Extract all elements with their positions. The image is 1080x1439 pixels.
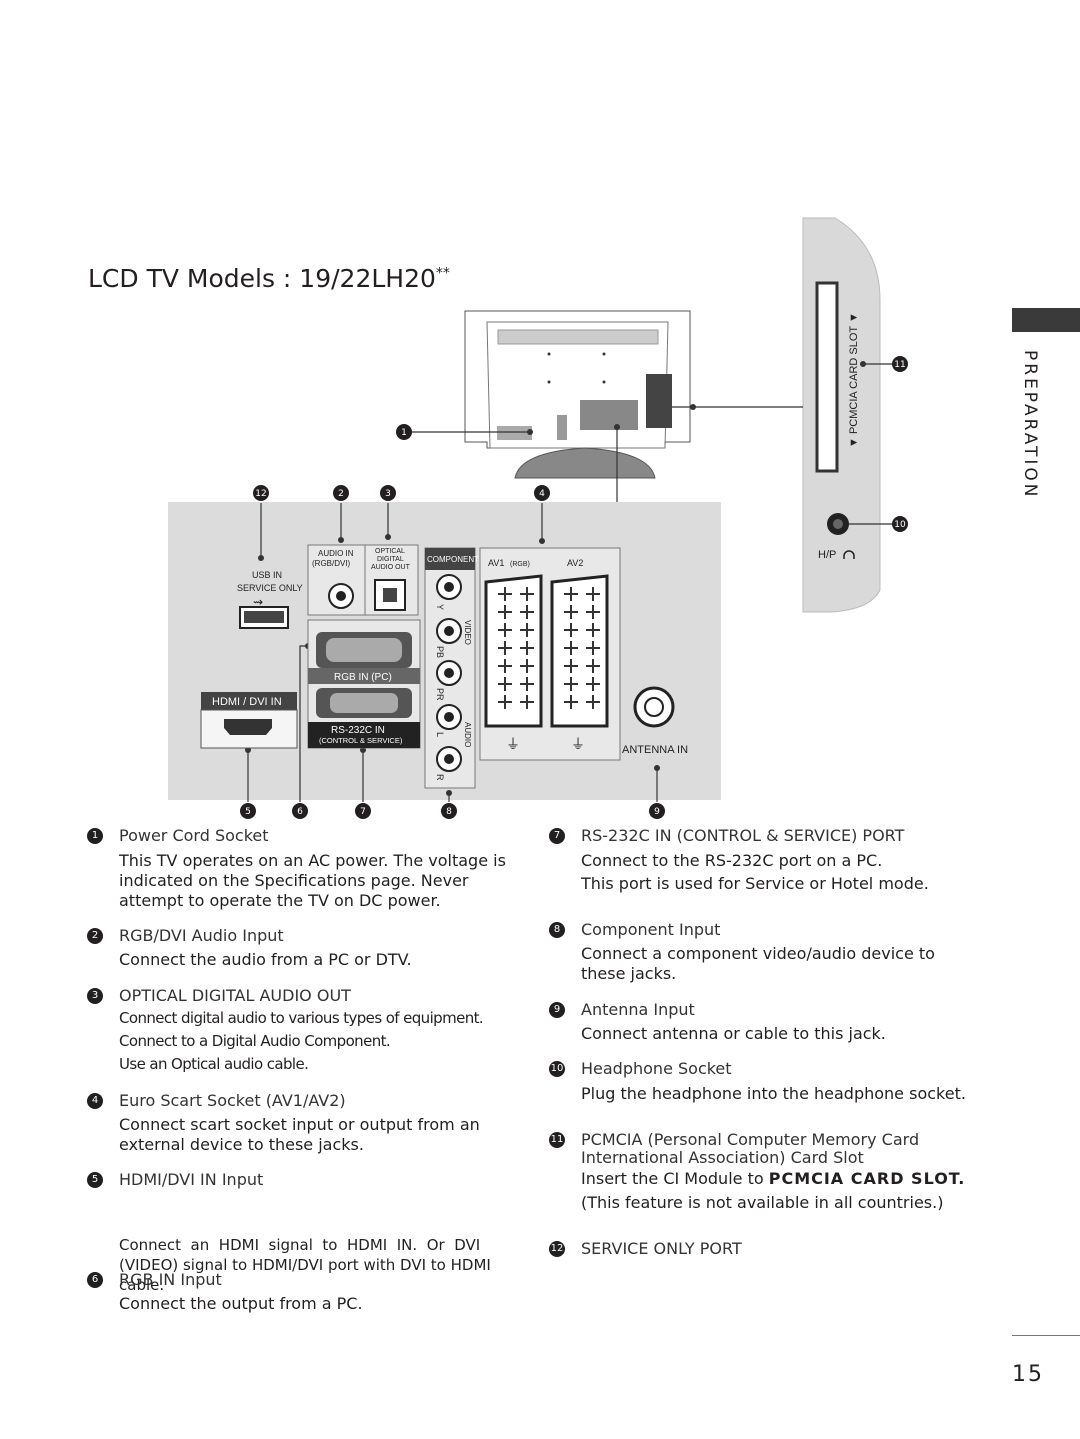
- item-title-headphone: Headphone Socket: [581, 1059, 732, 1078]
- item-number: 4: [87, 1093, 103, 1109]
- item-body-rs232c: Connect to the RS-232C port on a PC.This…: [581, 851, 929, 893]
- audio-in-label: AUDIO IN: [318, 549, 354, 558]
- callout-6: 6: [297, 807, 303, 817]
- control-service-label: (CONTROL & SERVICE): [319, 736, 403, 745]
- item-number: 7: [549, 828, 565, 844]
- callout-9: 9: [654, 807, 660, 817]
- item-number: 5: [87, 1172, 103, 1188]
- antenna-jack: [633, 686, 675, 728]
- video-label: VIDEO: [463, 620, 472, 645]
- item-number: 2: [87, 928, 103, 944]
- item-number: 8: [549, 922, 565, 938]
- av1-rgb-label: (RGB): [510, 561, 530, 568]
- hdmi-dvi-label: HDMI / DVI IN: [212, 696, 282, 708]
- item-number: 6: [87, 1272, 103, 1288]
- item-number: 9: [549, 1002, 565, 1018]
- tv-stand: [514, 447, 656, 479]
- pcmcia-label: ▼ PCMCIA CARD SLOT ▼: [848, 312, 860, 448]
- item-number: 3: [87, 988, 103, 1004]
- callout-2: 2: [338, 489, 344, 499]
- tv-speaker-block: [646, 374, 672, 428]
- ground-icon: ⏚: [571, 736, 585, 752]
- av1-label: AV1: [488, 558, 504, 568]
- item-title-hdmi-dvi: HDMI/DVI IN Input: [119, 1170, 264, 1189]
- r-label: R: [435, 774, 445, 781]
- page-title: LCD TV Models : 19/22LH20**: [88, 264, 450, 293]
- item-body-rgb-in: Connect the output from a PC.: [119, 1294, 363, 1313]
- scart-av1-socket: [484, 574, 543, 728]
- service-only-label: SERVICE ONLY: [237, 583, 303, 593]
- item-title-service-only: SERVICE ONLY PORT: [581, 1239, 742, 1258]
- callout-1: 1: [401, 428, 407, 438]
- callout-11: 11: [894, 360, 905, 370]
- item-body-optical-out: Connect digital audio to various types o…: [119, 1009, 484, 1073]
- item-body-rgb-dvi-audio: Connect the audio from a PC or DTV.: [119, 950, 412, 969]
- item-title-antenna: Antenna Input: [581, 1000, 695, 1019]
- rs232c-label: RS-232C IN: [331, 725, 385, 736]
- item-number: 10: [549, 1061, 565, 1077]
- rear-panel-diagram: ▼ PCMCIA CARD SLOT ▼ H/P USB IN SERVICE …: [168, 217, 908, 819]
- rgb-dvi-label: (RGB/DVI): [312, 559, 351, 568]
- item-body-headphone: Plug the headphone into the headphone so…: [581, 1084, 966, 1103]
- callout-3: 3: [385, 489, 391, 499]
- ground-icon: ⏚: [506, 736, 520, 752]
- component-in-label: COMPONENT IN: [427, 555, 489, 564]
- item-body-hdmi-dvi: Connect an HDMI signal to HDMI IN. Or DV…: [119, 1236, 491, 1294]
- digital-label: DIGITAL: [377, 556, 404, 563]
- rgb-in-pc-label: RGB IN (PC): [334, 672, 392, 683]
- callout-7: 7: [360, 807, 366, 817]
- pr-label: PR: [435, 688, 445, 701]
- item-title-optical-out: OPTICAL DIGITAL AUDIO OUT: [119, 986, 351, 1005]
- item-title-euro-scart: Euro Scart Socket (AV1/AV2): [119, 1091, 346, 1110]
- side-panel: [802, 217, 881, 613]
- usb-icon: ⇝: [253, 595, 263, 609]
- page-number: 15: [1012, 1362, 1044, 1387]
- hp-label: H/P: [818, 549, 836, 561]
- usb-in-label: USB IN: [252, 570, 282, 580]
- callout-12: 12: [255, 489, 266, 499]
- item-title-power-cord: Power Cord Socket: [119, 826, 269, 845]
- antenna-in-label: ANTENNA IN: [622, 744, 688, 756]
- callout-8: 8: [446, 807, 452, 817]
- l-label: L: [435, 732, 445, 737]
- pcmcia-slot-icon: [815, 281, 839, 473]
- item-title-component: Component Input: [581, 920, 721, 939]
- item-number: 11: [549, 1132, 565, 1148]
- item-title-rgb-in: RGB IN Input: [119, 1270, 222, 1289]
- item-number: 1: [87, 828, 103, 844]
- item-body-euro-scart: Connect scart socket input or output fro…: [119, 1115, 480, 1154]
- item-body-power-cord: This TV operates on an AC power. The vol…: [119, 851, 506, 910]
- audio-out-label: AUDIO OUT: [371, 564, 411, 571]
- callout-4: 4: [539, 489, 545, 499]
- item-number: 12: [549, 1241, 565, 1257]
- hdmi-port: [224, 719, 272, 735]
- callout-10: 10: [894, 520, 906, 530]
- scart-av2-socket: [550, 574, 609, 728]
- av2-label: AV2: [567, 558, 583, 568]
- headphone-icon: [843, 550, 855, 559]
- optical-label: OPTICAL: [375, 548, 405, 555]
- pb-label: PB: [435, 646, 445, 658]
- item-body-pcmcia: Insert the CI Module to PCMCIA CARD SLOT…: [581, 1169, 966, 1212]
- item-title-rgb-dvi-audio: RGB/DVI Audio Input: [119, 926, 284, 945]
- callout-5: 5: [245, 807, 251, 817]
- item-title-rs232c: RS-232C IN (CONTROL & SERVICE) PORT: [581, 826, 905, 845]
- section-tab-marker: [1012, 308, 1080, 332]
- title-suffix: **: [435, 265, 450, 282]
- y-label: Y: [435, 604, 445, 610]
- item-body-antenna: Connect antenna or cable to this jack.: [581, 1024, 886, 1043]
- item-body-component: Connect a component video/audio device t…: [581, 944, 935, 983]
- audio-label: AUDIO: [463, 722, 472, 747]
- footer-rule: [1012, 1335, 1080, 1336]
